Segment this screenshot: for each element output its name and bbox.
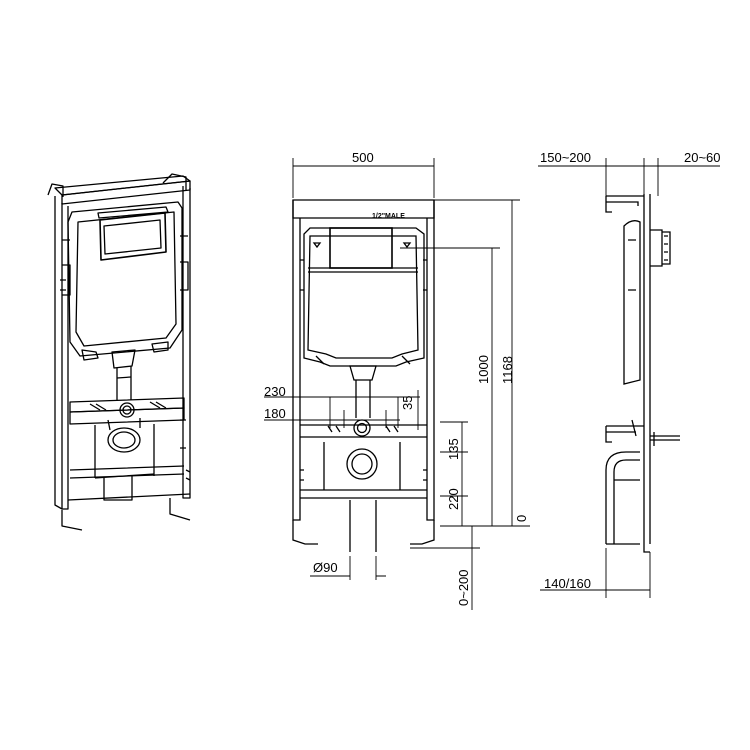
dim-500-label: 500 — [352, 150, 374, 165]
perspective-view — [47, 173, 191, 531]
front-view — [292, 199, 435, 552]
front-dimensions — [264, 158, 530, 610]
wall-gap-label: 20~60 — [684, 150, 721, 165]
dim-1168-label: 1168 — [500, 356, 515, 384]
dim-35-label: 35 — [400, 396, 415, 410]
dim-0-label: 0 — [514, 515, 529, 522]
valve-note-label: 1/2"MALE — [372, 213, 405, 220]
dim-1000-label: 1000 — [476, 355, 491, 384]
pipe-dia-label: Ø90 — [313, 560, 338, 575]
dim-135-label: 135 — [446, 438, 461, 460]
depth-top-label: 150~200 — [540, 150, 591, 165]
height-adjust-label: 0~200 — [456, 569, 471, 606]
depth-bottom-label: 140/160 — [544, 576, 591, 591]
dim-180-label: 180 — [264, 406, 286, 421]
dim-230-label: 230 — [264, 384, 286, 399]
dim-220-label: 220 — [446, 488, 461, 510]
side-dimensions — [538, 158, 720, 598]
side-view — [605, 194, 680, 553]
